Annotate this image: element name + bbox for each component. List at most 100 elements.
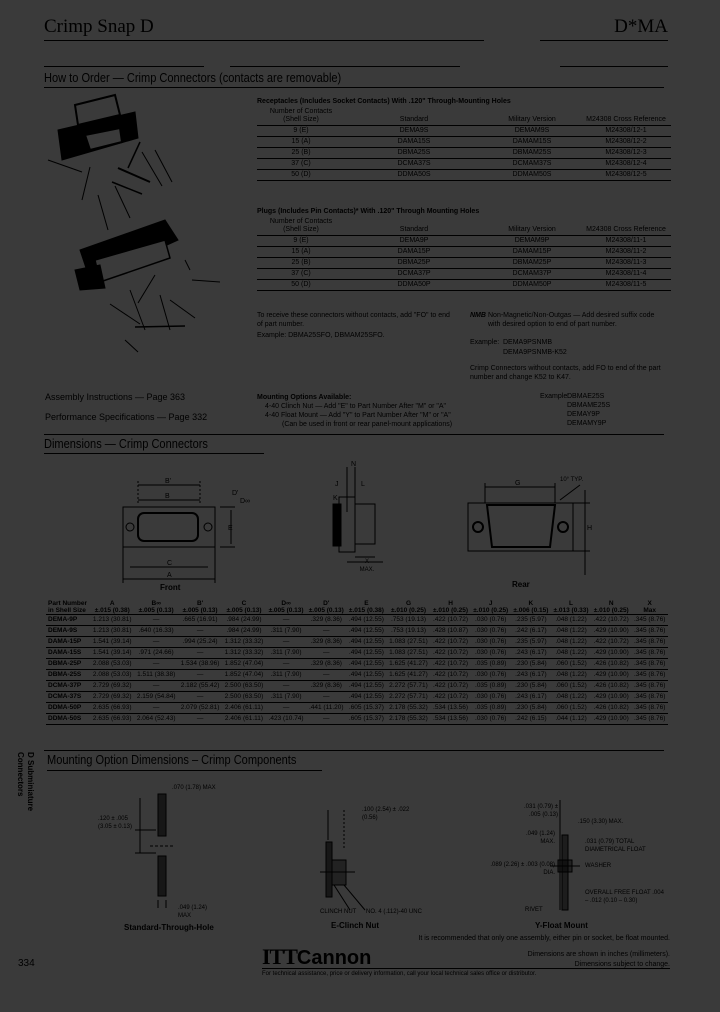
section-rule (44, 750, 664, 751)
svg-text:D': D' (232, 490, 238, 497)
connector-illustration (47, 93, 221, 353)
rear-view-drawing: GH (467, 480, 592, 575)
front-view-label: Front (160, 583, 181, 592)
footer-divider (262, 968, 670, 969)
page-title: Crimp Snap D (44, 16, 154, 37)
clinch-thread-label: NO. 4 (.112)-40 UNC (366, 909, 422, 915)
svg-text:G: G (515, 480, 520, 487)
rear-view-label: Rear (512, 580, 530, 589)
section-underline (47, 770, 322, 771)
svg-text:N: N (351, 461, 356, 468)
mounting-options-title: Mounting Options Available: (257, 394, 352, 401)
itt-cannon-logo: ITTCannon (262, 944, 372, 969)
dimensions-title: Dimensions — Crimp Connectors (44, 436, 208, 451)
side-view-drawing: N JK L (332, 461, 383, 563)
svg-text:B': B' (165, 478, 171, 485)
crimp-note: Crimp Connectors without contacts, add F… (470, 365, 661, 381)
assembly-link[interactable]: Assembly Instructions — Page 363 (45, 392, 186, 402)
section-underline (44, 453, 264, 454)
performance-link[interactable]: Performance Specifications — Page 332 (45, 412, 208, 422)
nmb-label: NMB (470, 312, 486, 319)
section-rule (230, 66, 460, 67)
contact-note: For technical assistance, price or deliv… (262, 971, 537, 977)
standard-dim-bottom: .049 (1.24) MAX (178, 905, 208, 919)
header-divider (44, 40, 484, 41)
typ-angle-label: 10° TYP. (560, 477, 584, 483)
svg-text:A: A (167, 572, 172, 579)
x-max-label: X MAX. (359, 559, 375, 573)
svg-text:C: C (167, 560, 172, 567)
svg-text:D∞: D∞ (240, 498, 250, 505)
no-contacts-example: Example: DBMA25SFO, DBMAM25SFO. (257, 332, 385, 339)
float-dim-c: .049 (1.24) MAX. (525, 831, 555, 845)
series-code: D*MA (614, 16, 668, 37)
washer-label: WASHER (585, 863, 612, 869)
change-note: Dimensions subject to change. (574, 961, 670, 968)
section-rule (560, 66, 668, 67)
float-dim-d: .031 (0.79) TOTAL DIAMETRICAL FLOAT (585, 839, 646, 853)
mounting-example-label: Example: (540, 393, 570, 400)
how-to-order-title: How to Order — Crimp Connectors (contact… (44, 70, 342, 85)
header-divider-right (540, 40, 668, 41)
float-dim-b: .150 (3.30) MAX. (578, 819, 624, 825)
col-cross-ref: M24308 Cross Reference (581, 108, 671, 126)
dims-note: Dimensions are shown in inches (millimet… (527, 951, 670, 958)
float-note: It is recommended that only one assembly… (418, 935, 670, 942)
no-contacts-note: To receive these connectors without cont… (257, 312, 450, 328)
float-caption: Y-Float Mount (535, 921, 588, 930)
section-rule (44, 66, 204, 67)
svg-text:H: H (587, 525, 592, 532)
side-tab: D Subminiature Connectors (16, 752, 35, 812)
clinch-caption: E-Clinch Nut (331, 921, 379, 930)
nmb-example-label: Example: (470, 339, 500, 346)
page-number: 334 (18, 958, 35, 969)
svg-text:B: B (165, 493, 170, 500)
standard-caption: Standard-Through-Hole (124, 923, 214, 932)
svg-text:E: E (228, 525, 233, 532)
col-standard: Standard (345, 108, 483, 126)
col-military: Military Version (483, 108, 581, 126)
standard-through-hole-drawing (135, 793, 175, 908)
svg-text:L: L (361, 481, 365, 488)
plugs-table: Number of Contacts (Shell Size) Standard… (257, 218, 671, 291)
receptacles-table-title: Receptacles (Includes Socket Contacts) W… (257, 98, 511, 105)
svg-text:J: J (335, 481, 339, 488)
float-dim-e: .089 (2.26) ± .003 (0.08) DIA. (490, 862, 555, 876)
mounting-dims-title: Mounting Option Dimensions – Crimp Compo… (47, 752, 297, 767)
standard-dim-hole: .120 ± .005 (3.05 ± 0.13) (98, 816, 132, 830)
receptacles-table: Number of Contacts (Shell Size) Standard… (257, 108, 671, 181)
section-rule (44, 434, 664, 435)
rivet-label: RIVET (525, 907, 543, 913)
clinch-nut-label: CLINCH NUT (320, 909, 357, 915)
plugs-table-title: Plugs (Includes Pin Contacts)* With .120… (257, 208, 480, 215)
clinch-nut-drawing (320, 810, 366, 911)
section-underline (44, 87, 664, 88)
standard-dim-top: .070 (1.78) MAX (172, 785, 216, 791)
col-contacts: Number of Contacts (Shell Size) (257, 108, 345, 126)
nmb-text: Non-Magnetic/Non-Outgas — Add desired su… (488, 312, 655, 328)
clinch-dim-top: .100 (2.54) ± .022 (0.56) (362, 807, 410, 821)
svg-text:K: K (333, 495, 338, 502)
float-mount-drawing (550, 800, 580, 911)
front-view-drawing: B' B CA E D'D∞ (122, 478, 250, 583)
